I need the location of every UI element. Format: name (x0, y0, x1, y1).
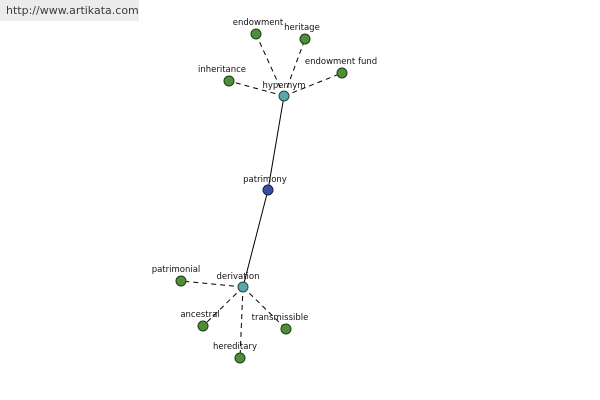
node-marker-heritage[interactable] (299, 33, 311, 45)
node-transmissible[interactable]: transmissible (252, 313, 309, 335)
node-label-ancestral: ancestral (180, 310, 219, 320)
node-heritage[interactable]: heritage (284, 23, 320, 45)
node-derivation[interactable]: derivation (216, 272, 260, 293)
node-label-endowment-fund: endowment fund (305, 57, 377, 67)
node-marker-derivation[interactable] (237, 281, 249, 293)
edge-hypernym-to-endowment (255, 33, 285, 97)
node-label-heritage: heritage (284, 23, 320, 33)
edge-patrimony-to-derivation (242, 189, 269, 288)
node-marker-patrimony[interactable] (262, 184, 274, 196)
node-label-endowment: endowment (233, 18, 284, 28)
node-marker-ancestral[interactable] (197, 320, 209, 332)
edge-hypernym-to-heritage (283, 38, 306, 97)
node-label-patrimonial: patrimonial (152, 265, 201, 275)
edge-derivation-to-patrimonial (180, 280, 244, 288)
node-label-inheritance: inheritance (198, 65, 246, 75)
node-label-hereditary: hereditary (213, 342, 257, 352)
edge-derivation-to-hereditary (239, 286, 244, 359)
edges-layer (180, 33, 343, 359)
edge-hypernym-to-inheritance (228, 80, 285, 97)
node-endowment[interactable]: endowment (233, 18, 284, 40)
node-ancestral[interactable]: ancestral (180, 310, 220, 332)
node-label-transmissible: transmissible (252, 313, 309, 323)
node-marker-patrimonial[interactable] (175, 275, 187, 287)
node-inheritance[interactable]: inheritance (198, 65, 246, 87)
node-marker-inheritance[interactable] (223, 75, 235, 87)
node-label-patrimony: patrimony (243, 175, 287, 185)
node-label-hypernym: hypernym (262, 81, 305, 91)
node-marker-endowment[interactable] (250, 28, 262, 40)
node-hereditary[interactable]: hereditary (213, 342, 257, 364)
node-marker-endowment-fund[interactable] (336, 67, 348, 79)
node-patrimonial[interactable]: patrimonial (152, 265, 201, 287)
node-hypernym[interactable]: hypernym (262, 81, 306, 102)
edge-hypernym-to-endowment-fund (283, 72, 343, 97)
node-endowment-fund[interactable]: endowment fund (305, 57, 377, 79)
source-url-banner[interactable]: http://www.artikata.com (0, 0, 139, 21)
node-label-derivation: derivation (216, 272, 259, 282)
node-marker-hypernym[interactable] (278, 90, 290, 102)
node-marker-transmissible[interactable] (280, 323, 292, 335)
edge-patrimony-to-hypernym (267, 95, 285, 191)
edge-derivation-to-transmissible (242, 286, 287, 330)
node-marker-hereditary[interactable] (234, 352, 246, 364)
edge-derivation-to-ancestral (202, 286, 244, 327)
node-patrimony[interactable]: patrimony (243, 175, 287, 196)
